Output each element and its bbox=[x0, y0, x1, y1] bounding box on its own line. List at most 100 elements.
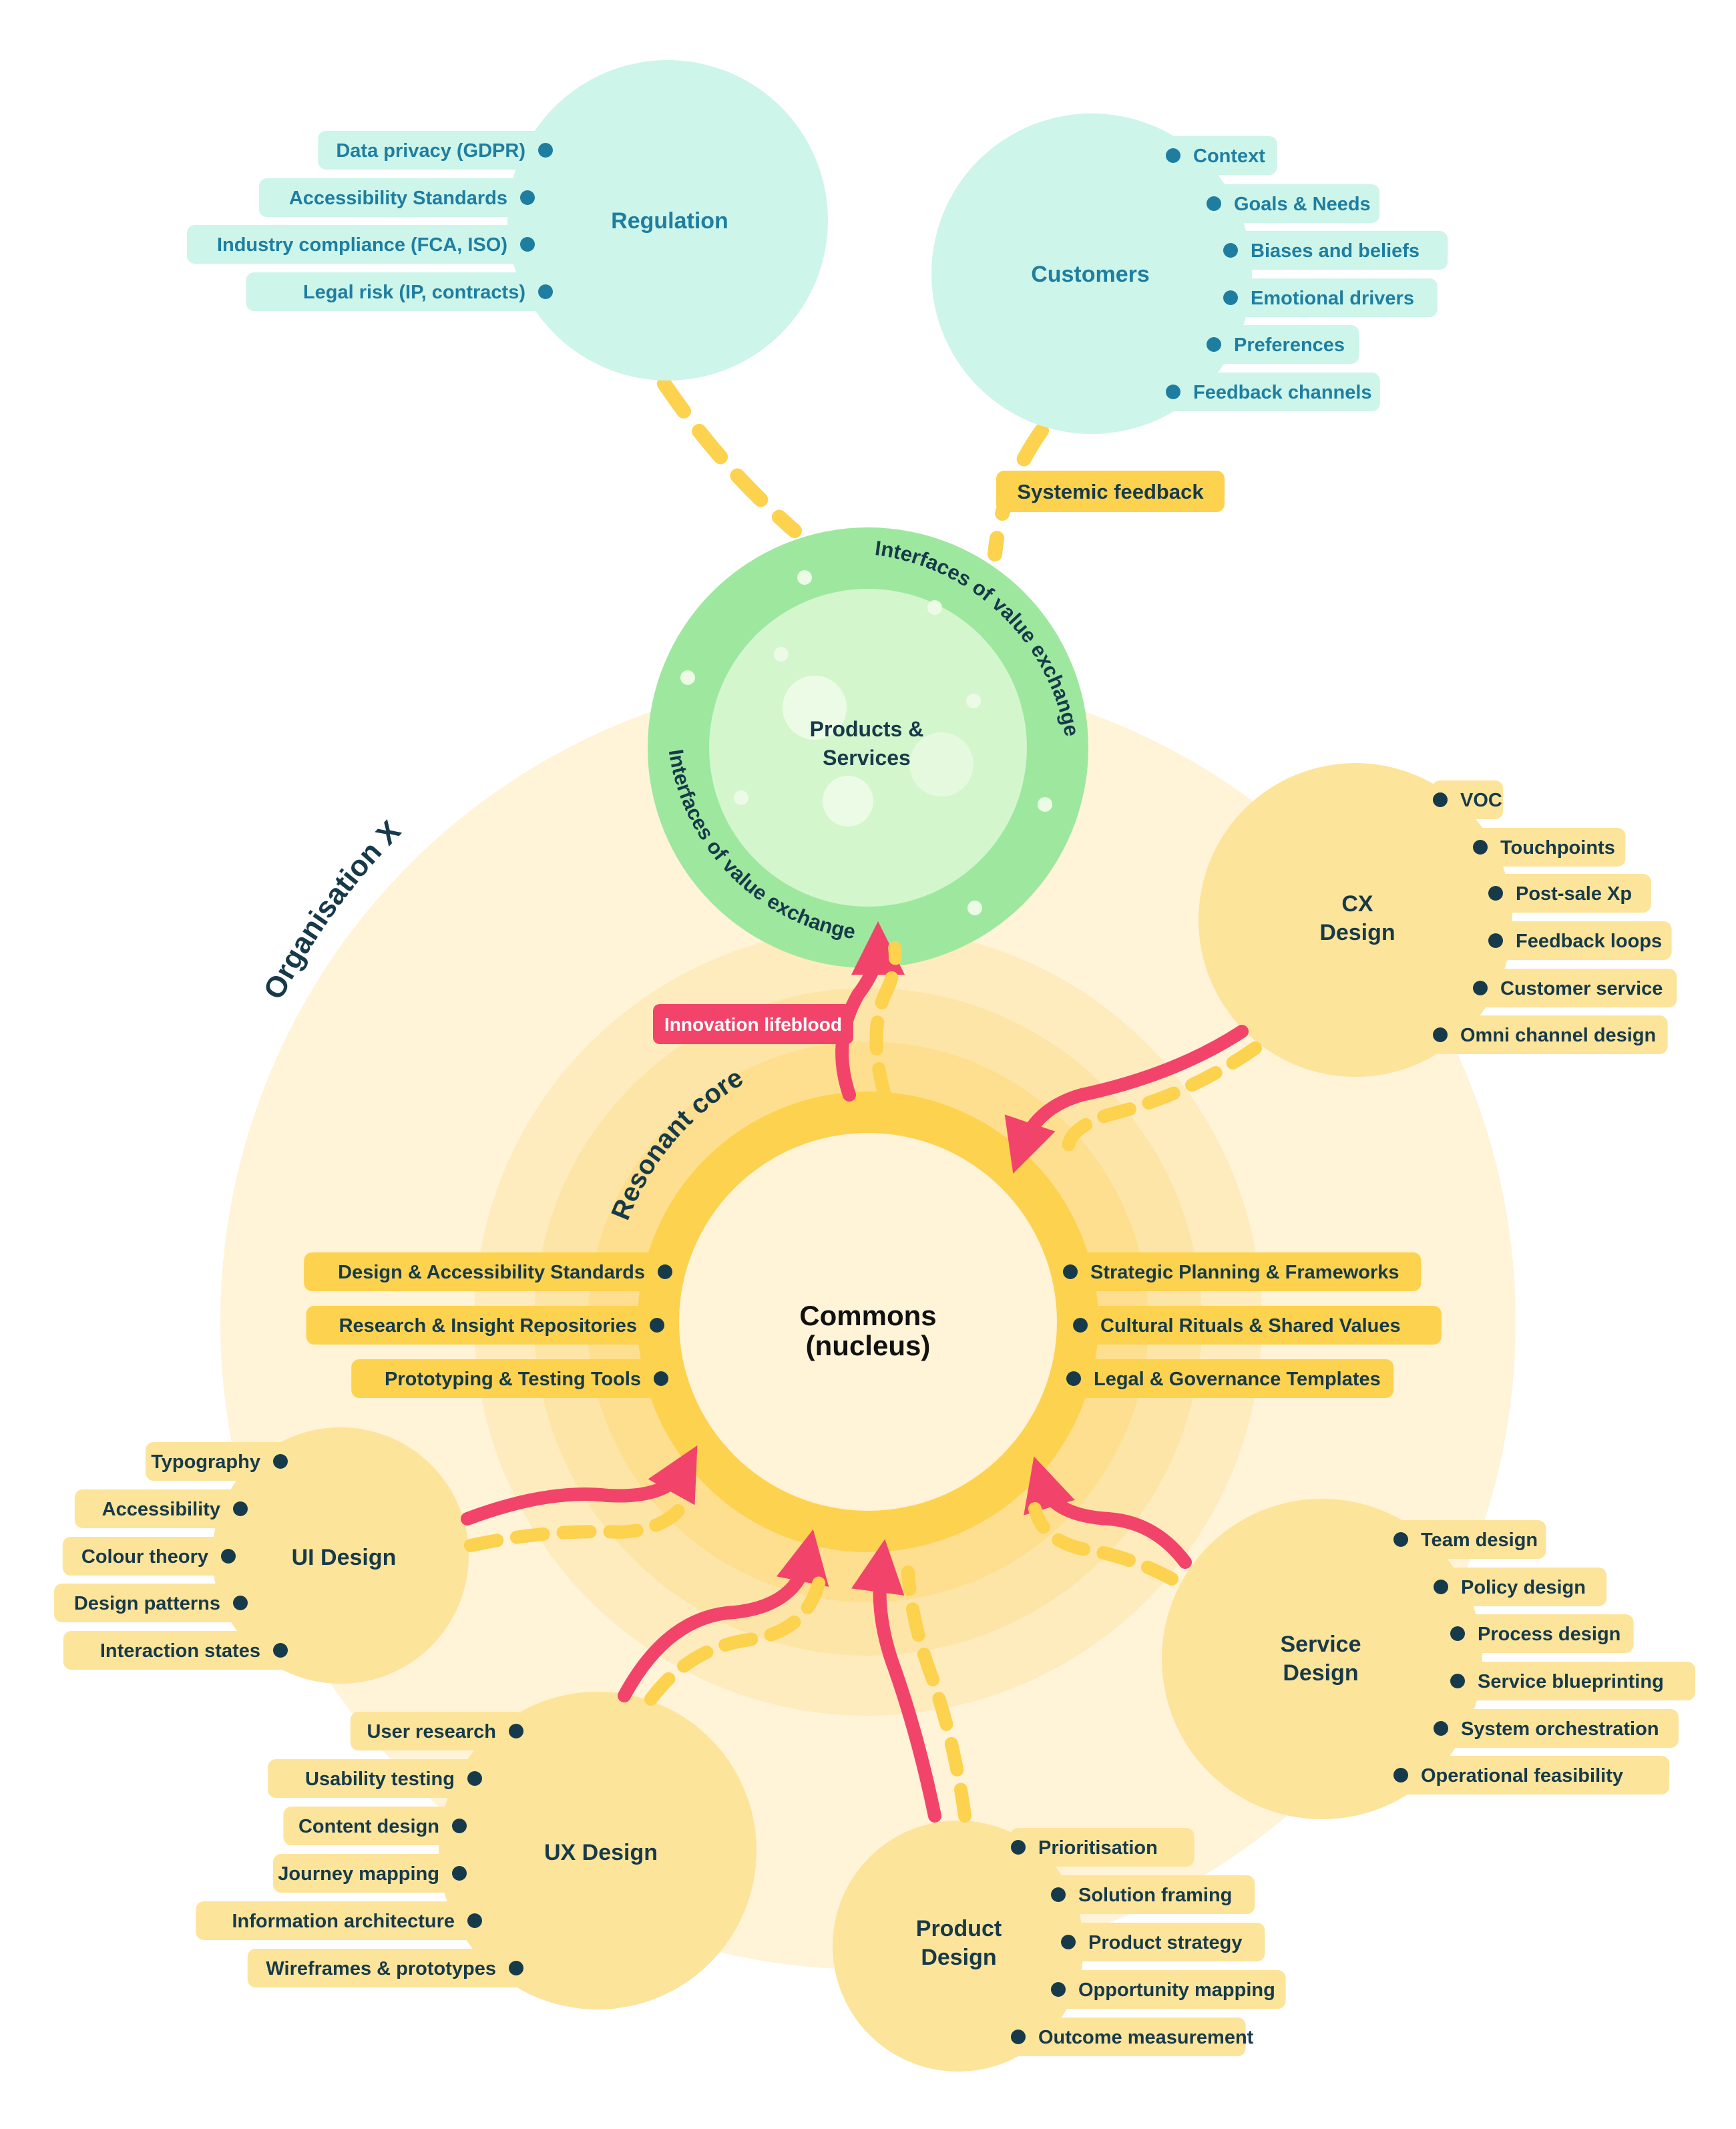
regulation-pill bbox=[187, 225, 535, 264]
innovation-arrow bbox=[835, 921, 905, 1102]
regulation-item: Industry compliance (FCA, ISO) bbox=[187, 225, 535, 264]
bullet-dot bbox=[1063, 1264, 1078, 1279]
service-pill bbox=[1450, 1662, 1695, 1700]
customers-pill bbox=[1206, 325, 1359, 364]
ux-pill bbox=[273, 1854, 467, 1893]
bubble-decor bbox=[966, 694, 981, 708]
core-right-item: Strategic Planning & Frameworks bbox=[1062, 1252, 1422, 1291]
service-item: System orchestration bbox=[1433, 1709, 1679, 1748]
nucleus-core bbox=[679, 1133, 1057, 1511]
bullet-dot bbox=[1011, 2030, 1026, 2044]
ux-title: UX Design bbox=[544, 1840, 658, 1865]
bullet-dot bbox=[1223, 290, 1238, 305]
service-label: Policy design bbox=[1461, 1577, 1586, 1598]
service-pill bbox=[1433, 1568, 1607, 1606]
customers-bubble bbox=[931, 113, 1252, 434]
ui-item: Accessibility bbox=[74, 1489, 249, 1528]
cx-item: Feedback loops bbox=[1488, 921, 1672, 960]
cx-label: Customer service bbox=[1500, 978, 1663, 999]
ui-pill bbox=[146, 1442, 288, 1481]
regulation-item: Accessibility Standards bbox=[258, 178, 535, 217]
product-pill bbox=[1010, 2018, 1246, 2056]
service-label: Process design bbox=[1478, 1624, 1620, 1645]
bullet-dot bbox=[1393, 1768, 1408, 1783]
ux-pill bbox=[283, 1807, 467, 1845]
ui-label: Colour theory bbox=[81, 1546, 208, 1568]
bubble-decor bbox=[967, 901, 982, 915]
regulation-connector bbox=[657, 377, 802, 538]
core-left-item: Prototyping & Testing Tools bbox=[351, 1359, 669, 1398]
regulation-bubble bbox=[507, 60, 828, 381]
core-left-pill bbox=[304, 1252, 673, 1291]
customers-pill bbox=[1223, 278, 1438, 317]
regulation-item: Data privacy (GDPR) bbox=[318, 131, 554, 170]
bullet-dot bbox=[1473, 840, 1488, 855]
customers-item: Emotional drivers bbox=[1223, 278, 1438, 317]
core-left-label: Research & Insight Repositories bbox=[339, 1315, 637, 1337]
bullet-dot bbox=[1051, 1982, 1066, 1997]
customers-item: Context bbox=[1165, 136, 1277, 175]
cx-title-line2: Design bbox=[1319, 920, 1395, 945]
bullet-dot bbox=[452, 1866, 467, 1881]
product-title-line2: Design bbox=[921, 1945, 996, 1970]
product-label: Prioritisation bbox=[1038, 1837, 1158, 1859]
ux-label: Wireframes & prototypes bbox=[266, 1958, 496, 1979]
ui-label: Interaction states bbox=[100, 1640, 260, 1662]
bullet-dot bbox=[233, 1596, 248, 1610]
customers-label: Emotional drivers bbox=[1251, 288, 1414, 309]
service-label: Operational feasibility bbox=[1421, 1765, 1623, 1787]
bullet-dot bbox=[1051, 1887, 1066, 1902]
innovation-dash bbox=[869, 941, 902, 1102]
customers-label: Preferences bbox=[1234, 334, 1345, 356]
cx-item: Touchpoints bbox=[1472, 828, 1626, 867]
ux-pill bbox=[247, 1949, 524, 1987]
customers-label: Feedback channels bbox=[1193, 382, 1372, 403]
customers-item: Biases and beliefs bbox=[1223, 231, 1448, 270]
cx-item: Post-sale Xp bbox=[1488, 874, 1651, 913]
core-right-item: Legal & Governance Templates bbox=[1066, 1359, 1394, 1398]
products-title-line2: Services bbox=[823, 746, 911, 770]
cx-pill bbox=[1432, 1015, 1668, 1054]
customers-label: Goals & Needs bbox=[1234, 194, 1371, 215]
service-label: Service blueprinting bbox=[1478, 1671, 1664, 1692]
cx-design-bubble bbox=[1199, 763, 1512, 1077]
ux-label: User research bbox=[367, 1721, 496, 1742]
bullet-dot bbox=[658, 1264, 672, 1279]
bullet-dot bbox=[520, 237, 535, 252]
bullet-dot bbox=[1450, 1674, 1465, 1688]
ux-label: Usability testing bbox=[305, 1768, 455, 1790]
service-item: Operational feasibility bbox=[1393, 1756, 1670, 1795]
cx-title-line1: CX bbox=[1341, 891, 1373, 917]
customers-title: Customers bbox=[1031, 262, 1150, 287]
cx-item: Customer service bbox=[1472, 969, 1677, 1007]
bullet-dot bbox=[221, 1549, 236, 1564]
bullet-dot bbox=[1450, 1626, 1465, 1641]
core-right-pill bbox=[1066, 1359, 1394, 1398]
bullet-dot bbox=[1073, 1318, 1088, 1333]
bullet-dot bbox=[1434, 1721, 1448, 1736]
ux-design-bubble bbox=[439, 1692, 756, 2009]
core-right-item: Cultural Rituals & Shared Values bbox=[1072, 1306, 1442, 1345]
bullet-dot bbox=[509, 1724, 523, 1738]
product-design-bubble bbox=[833, 1821, 1084, 2072]
bubble-decor bbox=[680, 670, 695, 685]
customers-label: Context bbox=[1193, 146, 1265, 167]
core-right-label: Strategic Planning & Frameworks bbox=[1090, 1262, 1399, 1283]
customers-pill bbox=[1223, 231, 1448, 270]
regulation-pill bbox=[258, 178, 535, 217]
ui-pill bbox=[54, 1584, 248, 1622]
systemic-feedback-tag: Systemic feedback bbox=[996, 471, 1225, 512]
bubble-decor bbox=[774, 647, 789, 662]
customers-item: Feedback channels bbox=[1165, 373, 1380, 411]
bubble-decor bbox=[783, 676, 847, 740]
cx-pill bbox=[1488, 874, 1651, 913]
product-item: Solution framing bbox=[1050, 1875, 1255, 1914]
bullet-dot bbox=[1473, 981, 1488, 995]
ui-pill bbox=[63, 1631, 289, 1670]
regulation-pill bbox=[246, 272, 554, 311]
customers-pill bbox=[1165, 136, 1277, 175]
cx-label: VOC bbox=[1460, 790, 1502, 811]
products-title-line1: Products & bbox=[810, 717, 924, 741]
core-right-label: Cultural Rituals & Shared Values bbox=[1100, 1315, 1401, 1337]
